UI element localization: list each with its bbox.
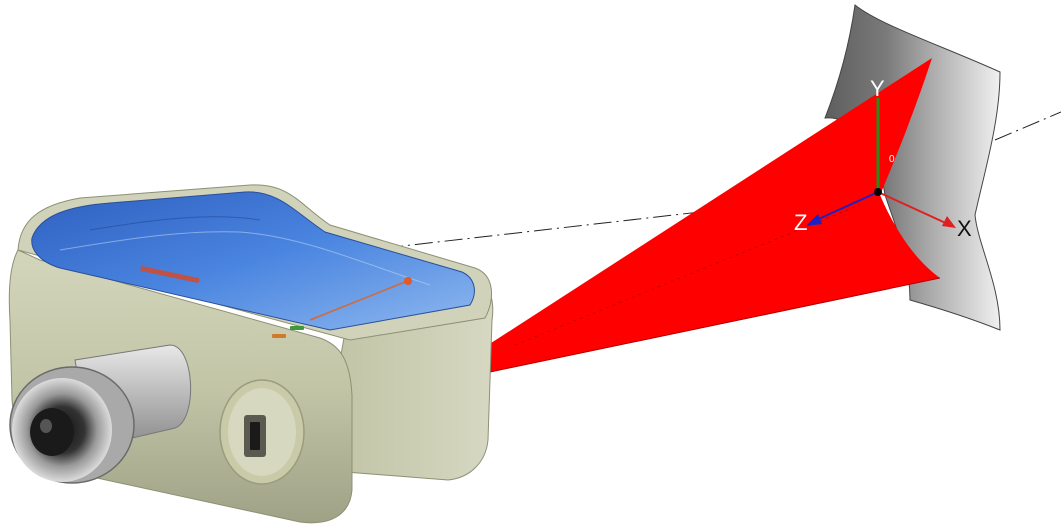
origin-point bbox=[874, 188, 882, 196]
y-axis-label: Y bbox=[870, 76, 885, 101]
laser-fan-beam bbox=[488, 58, 940, 372]
origin-label: 0 bbox=[889, 154, 895, 165]
usb-port-icon bbox=[220, 380, 304, 484]
status-led-green bbox=[290, 326, 304, 330]
laser-scanner-device-icon bbox=[9, 185, 493, 523]
z-axis-label: Z bbox=[794, 210, 807, 235]
x-axis-label: X bbox=[957, 216, 972, 241]
status-led-orange bbox=[272, 334, 286, 338]
